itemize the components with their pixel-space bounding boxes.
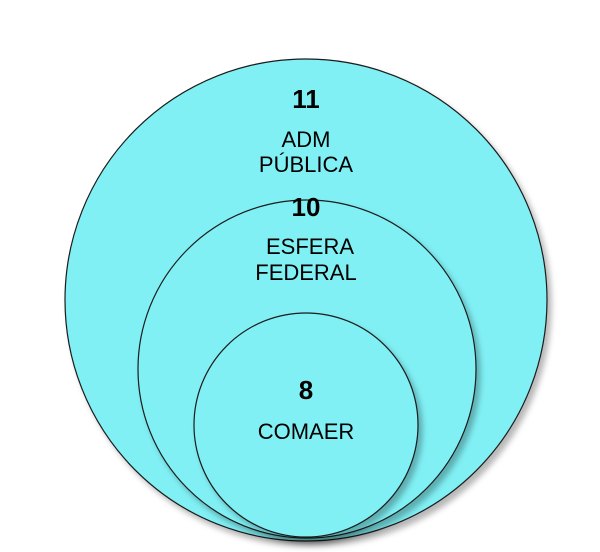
inner-label: COMAER [258, 419, 355, 444]
outer-label-line2: PÚBLICA [259, 152, 353, 177]
outer-label-line1: ADM [282, 127, 331, 152]
middle-count: 10 [292, 192, 321, 222]
inner-circle-comaer [193, 312, 419, 538]
middle-label-line1: ESFERA [266, 234, 354, 259]
inner-count: 8 [299, 375, 313, 405]
middle-label-line2: FEDERAL [255, 260, 356, 285]
outer-count: 11 [292, 84, 320, 114]
